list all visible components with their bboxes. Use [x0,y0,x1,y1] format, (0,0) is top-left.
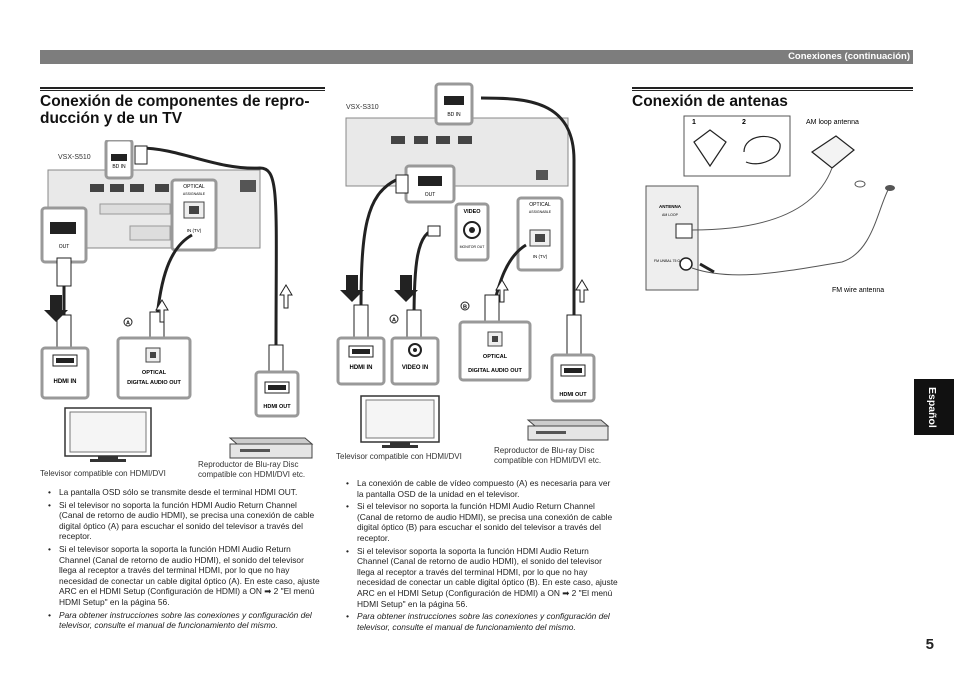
in-tv-label-mid: IN (TV) [533,254,548,259]
digital-audio-out-label: DIGITAL AUDIO OUT [127,380,181,386]
note-middle-italic: Para obtener instrucciones sobre las con… [346,611,618,632]
out-label: OUT [59,244,70,250]
caption-bd-middle-line2: compatible con HDMI/DVI etc. [494,456,602,465]
model-label-middle: VSX-S310 [346,104,379,111]
note-middle-2: Si el televisor no soporta la función HD… [346,501,618,543]
bluray-player-icon [228,437,314,445]
caption-tv-left: Televisor compatible con HDMI/DVI [40,469,166,478]
fm-connector [679,257,693,271]
marker-b-mid: B [463,305,467,311]
assignable-label: ASSIGNABLE [183,192,206,196]
am-loop-antenna-label: AM loop antenna [806,119,859,126]
hdmi-in-label: HDMI IN [54,379,77,385]
digital-audio-out-label-mid: DIGITAL AUDIO OUT [468,368,522,374]
diagram-left: BD IN OUT OPTICAL ASSIGNABLE IN (TV) A H… [40,140,314,462]
receiver-panel-s310 [345,117,569,187]
caption-bd-middle-line1: Reproductor de Blu-ray Disc [494,446,595,455]
hdmi-out-label: HDMI OUT [263,404,291,410]
language-tab: Español [914,379,954,435]
video-label: VIDEO [463,209,481,215]
bluray-player-icon-mid [526,419,610,427]
title-rule-right [632,87,913,91]
note-left-2: Si el televisor no soporta la función HD… [48,500,323,542]
title-line-1: Conexión de componentes de repro- [40,93,310,110]
title-line-2: ducción y de un TV [40,110,183,127]
caption-tv-middle: Televisor compatible con HDMI/DVI [336,452,462,461]
bd-in-label-mid: BD IN [447,112,461,118]
out-label-mid: OUT [425,192,436,198]
page-title-right: Conexión de antenas [632,93,788,110]
title-rule-left [40,87,325,91]
panel-fm-label: FM UNBAL 75 Ω [654,259,680,263]
section-header: Conexiones (continuación) [788,51,910,62]
fm-wire-antenna-end-icon [885,185,895,191]
page-number: 5 [925,636,934,653]
step-2: 2 [742,119,746,126]
panel-antenna-label: ANTENNA [659,204,682,209]
hdmi-out-label-mid: HDMI OUT [559,392,587,398]
notes-left: La pantalla OSD sólo se transmite desde … [48,487,323,633]
notes-middle: La conexión de cable de vídeo compuesto … [346,478,618,634]
am-antenna-stand-icon [743,135,781,165]
hdmi-in-label-mid: HDMI IN [350,365,373,371]
note-left-1: La pantalla OSD sólo se transmite desde … [48,487,323,498]
assignable-label-mid: ASSIGNABLE [529,210,552,214]
step-box [683,115,791,177]
fm-wire-antenna-label: FM wire antenna [832,287,884,294]
note-left-3: Si el televisor soporta la soporta la fu… [48,544,323,608]
diagram-middle: BD IN OUT VIDEO MONITOR OUT OPTICAL ASSI… [336,82,610,448]
diagram-antenna: 1 2 AM loop antenna ANTENNA AM LOOP FM U… [645,115,895,294]
caption-bd-left-line2: compatible con HDMI/DVI etc. [198,470,306,479]
optical-label-mid: OPTICAL [529,202,551,208]
in-tv-label: IN (TV) [187,228,202,233]
am-loop-antenna-icon [810,135,855,169]
header-bar [40,50,913,64]
optical-tv-label-mid: OPTICAL [483,354,508,360]
bd-in-label: BD IN [112,164,126,170]
language-tab-label: Español [926,387,938,428]
note-left-italic: Para obtener instrucciones sobre las con… [48,610,323,631]
page-title-left: Conexión de componentes de repro- ducció… [40,93,330,127]
step-1: 1 [692,119,696,126]
optical-tv-label: OPTICAL [142,370,167,376]
video-in-label: VIDEO IN [402,365,428,371]
fm-wire-antenna-end-icon-2 [854,180,866,188]
model-label-left: VSX-S510 [58,154,91,161]
receiver-side-panel [645,185,699,291]
caption-bd-left-line1: Reproductor de Blu-ray Disc [198,460,299,469]
marker-a-mid: A [392,318,396,324]
caption-bd-left: Reproductor de Blu-ray Disc compatible c… [198,460,338,480]
optical-label: OPTICAL [183,184,205,190]
note-middle-1: La conexión de cable de vídeo compuesto … [346,478,618,499]
marker-a: A [126,321,130,327]
caption-bd-middle: Reproductor de Blu-ray Disc compatible c… [494,446,634,466]
panel-am-loop-label: AM LOOP [662,213,679,217]
note-middle-3: Si el televisor soporta la soporta la fu… [346,546,618,610]
am-antenna-unfold-icon [693,129,727,168]
monitor-out-label: MONITOR OUT [460,245,486,249]
